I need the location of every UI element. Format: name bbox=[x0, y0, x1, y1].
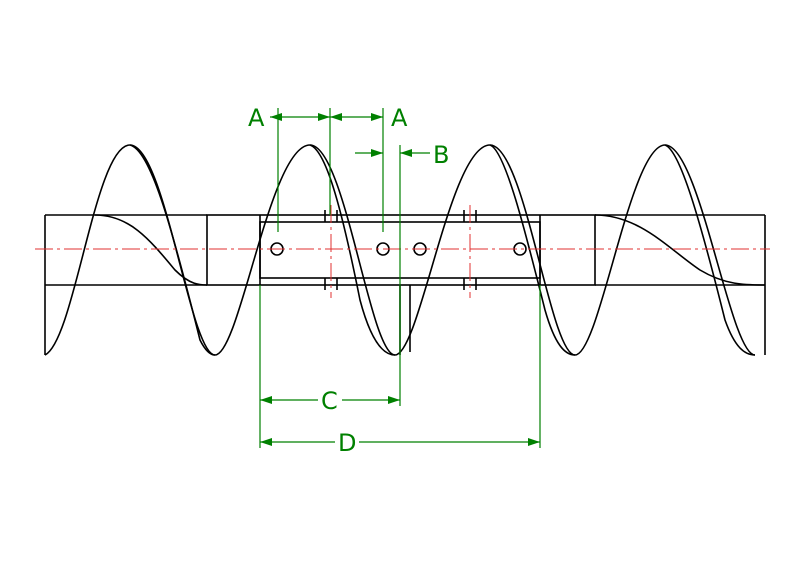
helical-flights bbox=[44, 144, 766, 356]
dimension-label-a-right: A bbox=[391, 104, 408, 132]
dimension-label-a-left: A bbox=[248, 104, 265, 132]
dimension-label-c: C bbox=[321, 387, 338, 415]
dimension-label-d: D bbox=[338, 429, 356, 457]
dimension-lines bbox=[259, 108, 541, 448]
centerlines bbox=[35, 205, 770, 298]
dimension-label-b: B bbox=[433, 141, 449, 169]
